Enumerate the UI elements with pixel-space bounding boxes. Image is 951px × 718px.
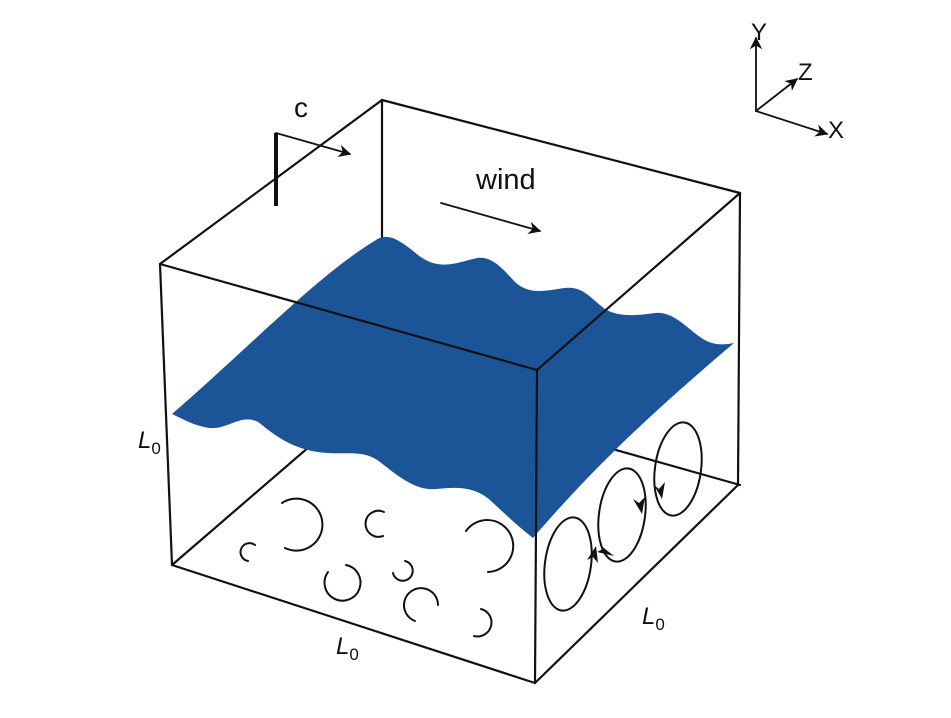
length-symbol: L xyxy=(642,603,655,630)
eddy-1 xyxy=(281,497,324,552)
length-symbol: L xyxy=(336,633,349,660)
svg-text:L0: L0 xyxy=(642,603,665,634)
dimension-label-bottom: L0 xyxy=(336,633,359,664)
roll-arrow-1 xyxy=(587,546,598,563)
vortex-roll-3 xyxy=(653,421,703,517)
length-subscript: 0 xyxy=(655,615,664,634)
eddy-3 xyxy=(239,542,256,562)
wind-arrow xyxy=(440,202,542,234)
coordinate-axes: Y X Z xyxy=(749,19,844,144)
x-axis-arrow xyxy=(755,110,829,137)
water-surface xyxy=(172,236,734,538)
vortex-roll-2 xyxy=(597,467,647,563)
wind-label: wind xyxy=(475,164,536,196)
vortex-roll-1 xyxy=(543,516,593,612)
eddy-7 xyxy=(403,587,439,622)
axis-z-label: Z xyxy=(798,59,813,86)
svg-text:L0: L0 xyxy=(336,633,359,664)
wind-indicator: wind xyxy=(440,164,542,234)
dimension-label-left: L0 xyxy=(138,427,161,458)
eddy-5 xyxy=(323,564,362,602)
length-symbol: L xyxy=(138,427,151,454)
length-subscript: 0 xyxy=(151,439,160,458)
bottom-eddies xyxy=(239,497,515,638)
wave-speed-indicator: c xyxy=(274,92,352,206)
axis-x-label: X xyxy=(828,117,844,144)
roll-arrow-2 xyxy=(597,545,614,556)
svg-text:L0: L0 xyxy=(138,427,161,458)
length-subscript: 0 xyxy=(349,645,358,664)
z-axis-arrow xyxy=(755,78,798,112)
eddy-2 xyxy=(364,509,385,538)
wave-speed-arrow xyxy=(275,132,352,157)
roll-arrow-4 xyxy=(654,482,665,499)
eddy-4 xyxy=(465,519,515,573)
eddy-8 xyxy=(473,608,493,638)
eddy-6 xyxy=(392,560,414,582)
wave-speed-label: c xyxy=(294,92,308,123)
roll-arrow-3 xyxy=(633,497,645,514)
box-front-edges xyxy=(158,98,742,685)
vortex-rolls xyxy=(543,421,703,612)
axis-y-label: Y xyxy=(751,19,767,46)
dimension-label-right: L0 xyxy=(642,603,665,634)
